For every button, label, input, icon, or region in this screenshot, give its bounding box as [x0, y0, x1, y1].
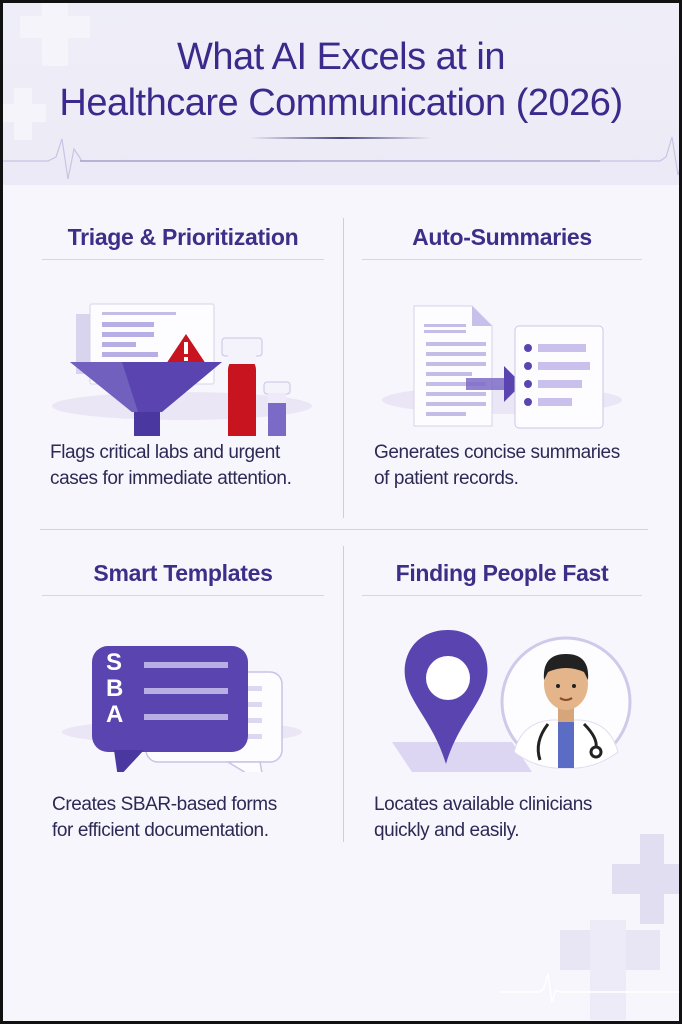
heartbeat-line-icon	[500, 973, 682, 1003]
card-heading-rule	[42, 259, 324, 260]
sbar-letter-a: A	[106, 701, 124, 728]
heartbeat-line-icon	[0, 136, 682, 180]
card-description: Flags critical labs and urgent cases for…	[42, 440, 324, 492]
card-description: Locates available clinicians quickly and…	[362, 792, 642, 844]
cross-decoration-icon	[14, 88, 32, 140]
description-line-1: Generates concise summaries	[374, 442, 620, 463]
description-line-1: Creates SBAR-based forms	[52, 794, 277, 815]
document-to-summary-icon	[382, 305, 622, 429]
card-heading-rule	[362, 259, 642, 260]
funnel-alert-test-tubes-icon	[52, 303, 312, 436]
card-heading: Auto-Summaries	[412, 224, 592, 250]
cross-decoration-icon	[590, 920, 626, 1020]
card-heading: Finding People Fast	[395, 560, 609, 586]
description-line-1: Flags critical labs and urgent	[50, 442, 280, 463]
cross-decoration-icon	[42, 0, 68, 66]
location-pin-doctor-icon	[392, 630, 632, 772]
description-line-1: Locates available clinicians	[374, 794, 592, 815]
description-line-2: of patient records.	[374, 468, 519, 489]
description-line-2: cases for immediate attention.	[50, 468, 292, 489]
title-line-2: Healthcare Communication (2026)	[59, 82, 623, 124]
sbar-chat-bubble-icon: S B A	[42, 602, 324, 772]
card-description: Generates concise summaries of patient r…	[362, 440, 642, 492]
sbar-letter-s: S	[106, 649, 123, 676]
vertical-divider-top	[343, 218, 344, 518]
card-smart-templates: Smart Templates S B A Creates SBAR-based…	[42, 560, 324, 844]
title-line-1: What AI Excels at in	[177, 36, 505, 78]
title-underline	[250, 137, 432, 139]
card-description: Creates SBAR-based forms for efficient d…	[42, 792, 324, 844]
card-auto-summaries: Auto-Summaries Generates concise summari…	[362, 224, 642, 492]
vertical-divider-bottom	[343, 546, 344, 842]
card-finding-people: Finding People Fast Locates available cl…	[362, 560, 642, 844]
description-line-2: for efficient documentation.	[52, 820, 269, 841]
card-heading-rule	[362, 595, 642, 596]
page-title: What AI Excels at in Healthcare Communic…	[0, 34, 682, 126]
card-heading: Triage & Prioritization	[67, 224, 299, 250]
horizontal-divider	[40, 529, 648, 530]
card-heading: Smart Templates	[93, 560, 273, 586]
description-line-2: quickly and easily.	[374, 820, 520, 841]
card-triage: Triage & Prioritization Flags critical l…	[42, 224, 324, 492]
cross-decoration-icon	[640, 834, 664, 924]
header-banner: What AI Excels at in Healthcare Communic…	[0, 0, 682, 185]
card-heading-rule	[42, 595, 324, 596]
sbar-letter-b: B	[106, 675, 124, 702]
